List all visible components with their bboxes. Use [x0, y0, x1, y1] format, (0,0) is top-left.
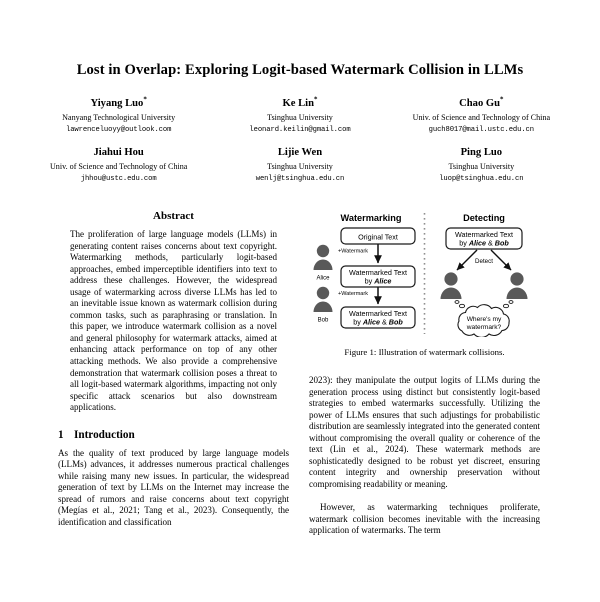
intro-paragraph-1: As the quality of text produced by large…: [58, 447, 289, 528]
author-affiliation: Univ. of Science and Technology of China: [49, 161, 188, 171]
author-entry: Jiahui Hou Univ. of Science and Technolo…: [28, 146, 209, 184]
author-row: Jiahui Hou Univ. of Science and Technolo…: [28, 146, 572, 184]
page-title: Lost in Overlap: Exploring Logit-based W…: [76, 62, 524, 78]
author-entry: Chao Gu* Univ. of Science and Technology…: [391, 94, 572, 134]
svg-text:Watermarked Text: Watermarked Text: [455, 230, 513, 239]
figure-1: Watermarking Original Text +Watermark: [309, 210, 540, 357]
label-add-watermark-1: +Watermark: [338, 249, 368, 255]
figure-1-graphic: Watermarking Original Text +Watermark: [309, 210, 540, 337]
svg-text:by Alice & Bob: by Alice & Bob: [353, 318, 403, 327]
right-column: Watermarking Original Text +Watermark: [309, 210, 540, 602]
author-email[interactable]: luop@tsinghua.edu.cn: [439, 175, 524, 184]
thought-dots: [454, 300, 514, 309]
arrow-detect-left: [456, 249, 478, 271]
author-name: Lijie Wen: [277, 146, 323, 158]
person-icon-bob: Bob: [313, 286, 333, 324]
svg-text:Watermarked Text: Watermarked Text: [349, 309, 407, 318]
author-entry: Lijie Wen Tsinghua University wenlj@tsin…: [209, 146, 390, 184]
author-email[interactable]: wenlj@tsinghua.edu.cn: [255, 175, 345, 184]
author-marker: *: [313, 94, 318, 103]
svg-text:Watermarked Text: Watermarked Text: [349, 268, 407, 277]
box-original-text: Original Text: [340, 227, 416, 245]
arrow-detect-right: [490, 249, 512, 271]
thought-line-2: watermark?: [466, 324, 502, 331]
author-marker: *: [143, 94, 147, 103]
thought-line-1: Where's my: [467, 316, 502, 323]
box-watermarked-alice: Watermarked Text by Alice: [340, 265, 416, 288]
author-affiliation: Tsinghua University: [448, 161, 515, 171]
author-affiliation: Nanyang Technological University: [62, 112, 176, 122]
thought-bubble: Where's my watermark?: [457, 304, 510, 337]
section-number: 1: [58, 428, 64, 441]
box-watermarked-alice-bob: Watermarked Text by Alice & Bob: [340, 306, 416, 329]
person-label-bob: Bob: [318, 318, 329, 324]
author-entry: Yiyang Luo* Nanyang Technological Univer…: [28, 94, 209, 134]
svg-text:by Alice & Bob: by Alice & Bob: [459, 239, 509, 248]
author-marker: *: [500, 94, 504, 103]
person-label-alice: Alice: [316, 276, 330, 282]
abstract-body: The proliferation of large language mode…: [58, 229, 289, 414]
author-row: Yiyang Luo* Nanyang Technological Univer…: [28, 94, 572, 134]
panel-right-title: Detecting: [463, 213, 505, 223]
author-affiliation: Tsinghua University: [267, 161, 333, 171]
section-heading-introduction: 1 Introduction: [58, 429, 289, 441]
section-title: Introduction: [74, 428, 135, 441]
abstract-heading: Abstract: [153, 210, 194, 222]
author-name: Ping Luo: [460, 146, 503, 158]
person-icon-detector-right: [506, 272, 528, 299]
body-columns: Abstract The proliferation of large lang…: [0, 210, 600, 602]
author-entry: Ke Lin* Tsinghua University leonard.keil…: [209, 94, 390, 134]
person-icon-alice: Alice: [313, 244, 333, 282]
right-column-paragraph-2: However, as watermarking techniques prol…: [309, 501, 540, 536]
author-name: Yiyang Luo*: [90, 94, 147, 109]
abstract-text: The proliferation of large language mode…: [70, 229, 277, 413]
right-column-paragraph-continued: 2023): they manipulate the output logits…: [309, 375, 540, 489]
author-email[interactable]: jhhou@ustc.edu.com: [80, 175, 157, 184]
svg-text:by Alice: by Alice: [365, 277, 392, 286]
author-entry: Ping Luo Tsinghua University luop@tsingh…: [391, 146, 572, 184]
label-detect: Detect: [475, 258, 493, 265]
author-name: Jiahui Hou: [93, 146, 144, 158]
author-block: Yiyang Luo* Nanyang Technological Univer…: [0, 94, 600, 184]
author-email[interactable]: lawrenceluoyy@outlook.com: [65, 125, 172, 134]
label-add-watermark-2: +Watermark: [338, 291, 368, 297]
left-column: Abstract The proliferation of large lang…: [58, 210, 289, 602]
svg-text:Original Text: Original Text: [358, 232, 398, 241]
author-email[interactable]: guch8017@mail.ustc.edu.cn: [428, 125, 534, 134]
author-name: Ke Lin*: [282, 94, 318, 109]
author-email[interactable]: leonard.keilin@gmail.com: [249, 125, 351, 134]
panel-left-title: Watermarking: [341, 213, 402, 223]
author-name: Chao Gu*: [459, 94, 504, 109]
author-affiliation: Univ. of Science and Technology of China: [412, 112, 551, 122]
person-icon-detector-left: [440, 272, 462, 299]
figure-1-caption: Figure 1: Illustration of watermark coll…: [344, 347, 505, 357]
figure-spacer: [309, 357, 540, 375]
author-affiliation: Tsinghua University: [267, 112, 333, 122]
box-detect-source: Watermarked Text by Alice & Bob: [445, 227, 523, 250]
